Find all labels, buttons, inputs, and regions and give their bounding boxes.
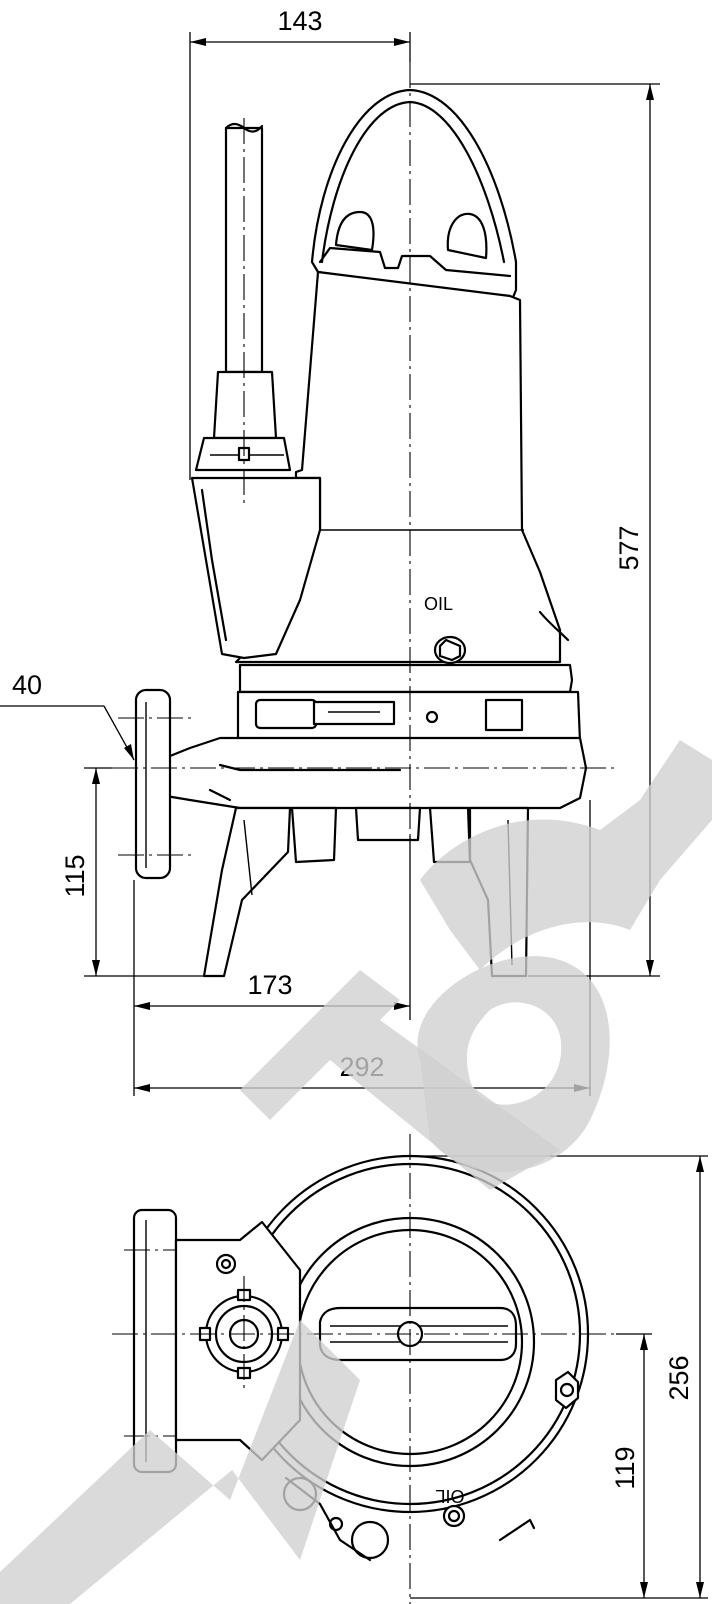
dimension-label: 256 [664,1355,694,1400]
dimension-label: 115 [60,854,90,897]
plan-oil-label: OIL [435,1486,464,1506]
outlet-flange [134,688,172,880]
oil-label: OIL [424,594,453,614]
plan-view: OIL 256 119 [112,1134,708,1604]
clamp-band [236,663,582,744]
pump-casing [158,736,588,810]
oil-plug: OIL [424,594,467,665]
cable-entry-housing [190,476,322,660]
power-cable [194,122,292,472]
dimension-label: 143 [277,6,322,36]
dimension-label: 173 [247,970,292,1000]
flange-plan [132,1208,178,1474]
motor-housing [234,270,570,664]
watermark [0,740,712,1604]
dimension-label: 40 [12,670,42,700]
dimension-label: 577 [614,525,644,570]
side-view: OIL [0,6,660,1096]
oil-plug-plan [442,1504,466,1528]
lifting-handle [310,88,518,307]
dimension-label: 119 [610,1446,640,1489]
